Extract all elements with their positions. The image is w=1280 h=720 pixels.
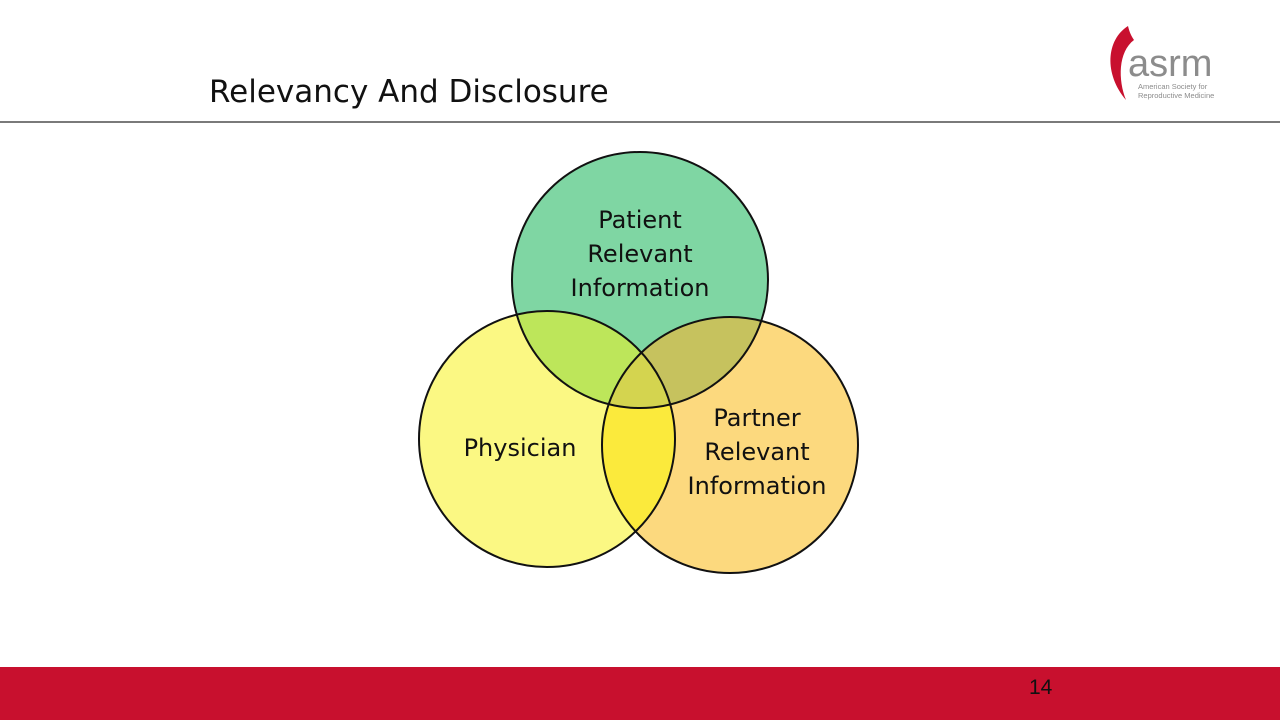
page-number: 14 bbox=[1029, 676, 1053, 699]
logo-arc-mark bbox=[1110, 26, 1134, 100]
venn-outline-patient bbox=[511, 151, 769, 409]
header-divider bbox=[0, 121, 1280, 123]
venn-label-physician: Physician bbox=[464, 434, 577, 462]
venn-label-patient-line1: Patient bbox=[598, 206, 682, 234]
logo-tagline-line2: Reproductive Medicine bbox=[1138, 91, 1214, 100]
venn-overlap-patient-physician bbox=[512, 311, 675, 408]
venn-overlap-patient-partner bbox=[602, 317, 768, 408]
venn-outline-partner bbox=[601, 316, 859, 574]
venn-label-partner-line1: Partner bbox=[713, 404, 800, 432]
venn-outline-physician bbox=[418, 310, 676, 568]
logo-tagline-line1: American Society for bbox=[1138, 82, 1208, 91]
venn-label-patient-line3: Information bbox=[571, 274, 710, 302]
venn-label-partner-line2: Relevant bbox=[704, 438, 809, 466]
logo-wordmark: asrm bbox=[1128, 43, 1212, 85]
venn-label-patient-line2: Relevant bbox=[587, 240, 692, 268]
slide-title: Relevancy And Disclosure bbox=[209, 74, 609, 110]
footer-bar bbox=[0, 667, 1280, 720]
asrm-logo: asrm American Society for Reproductive M… bbox=[1110, 26, 1214, 100]
venn-label-partner-line3: Information bbox=[688, 472, 827, 500]
